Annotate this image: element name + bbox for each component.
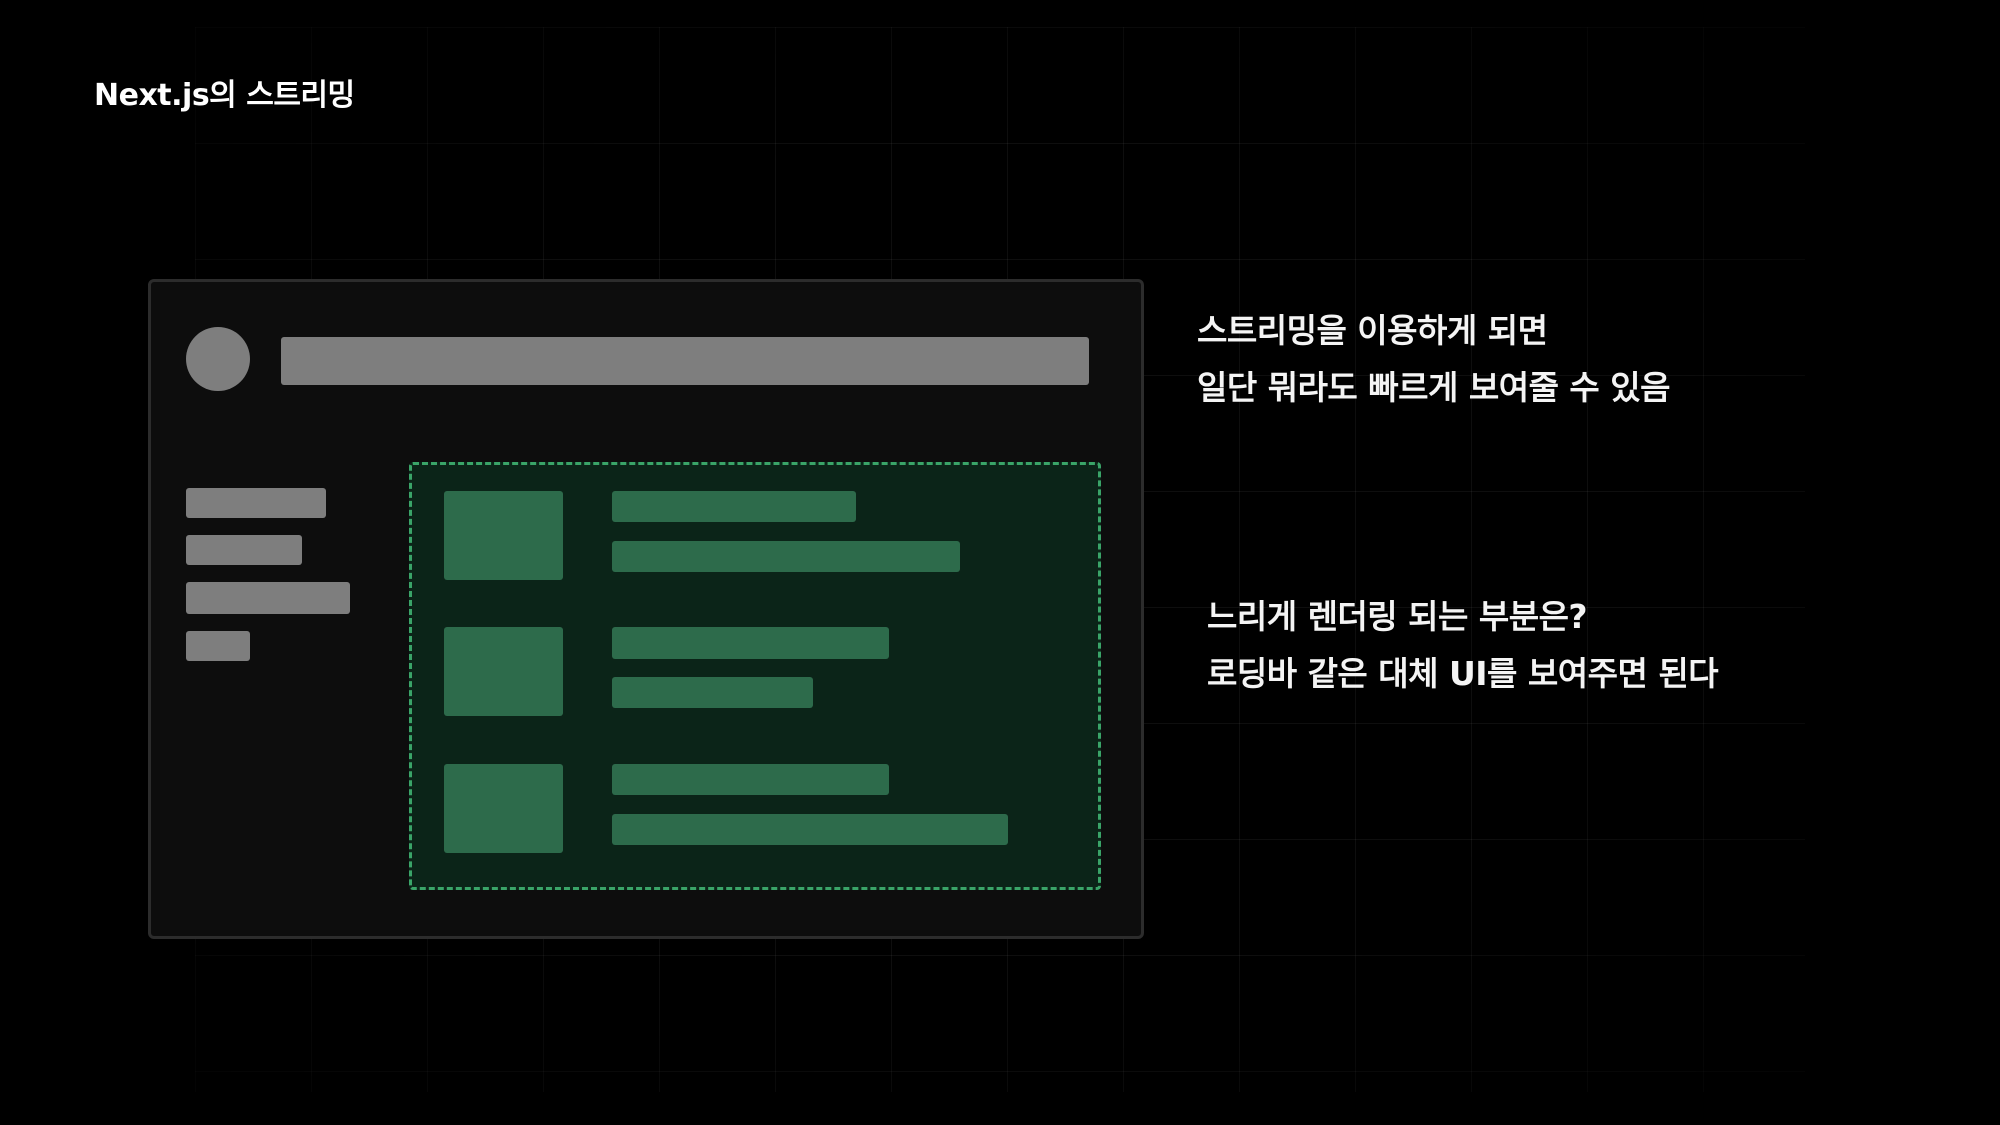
slow-render-caption: 느리게 렌더링 되는 부분은? 로딩바 같은 대체 UI를 보여주면 된다 (1207, 588, 1719, 702)
content-thumbnail-skeleton (444, 491, 563, 580)
browser-window-mockup (148, 279, 1144, 939)
streaming-content-region (409, 462, 1101, 890)
avatar-placeholder-icon (186, 327, 250, 391)
caption-line: 일단 뭐라도 빠르게 보여줄 수 있음 (1197, 368, 1670, 407)
content-title-skeleton (612, 764, 889, 795)
sidebar-skeleton-line (186, 535, 302, 565)
caption-line: 스트리밍을 이용하게 되면 (1197, 311, 1548, 350)
content-title-skeleton (612, 627, 889, 659)
streaming-benefit-caption: 스트리밍을 이용하게 되면 일단 뭐라도 빠르게 보여줄 수 있음 (1197, 302, 1670, 416)
content-text-skeleton (612, 541, 960, 572)
caption-line: 느리게 렌더링 되는 부분은? (1207, 597, 1588, 636)
caption-line: 로딩바 같은 대체 UI를 보여주면 된다 (1207, 654, 1719, 693)
content-text-skeleton (612, 814, 1008, 845)
content-thumbnail-skeleton (444, 764, 563, 853)
sidebar-skeleton-line (186, 582, 350, 614)
sidebar-skeleton-line (186, 631, 250, 661)
header-bar-skeleton (281, 337, 1089, 385)
page-title: Next.js의 스트리밍 (94, 78, 355, 113)
content-thumbnail-skeleton (444, 627, 563, 716)
content-title-skeleton (612, 491, 856, 522)
content-text-skeleton (612, 677, 813, 708)
sidebar-skeleton-line (186, 488, 326, 518)
